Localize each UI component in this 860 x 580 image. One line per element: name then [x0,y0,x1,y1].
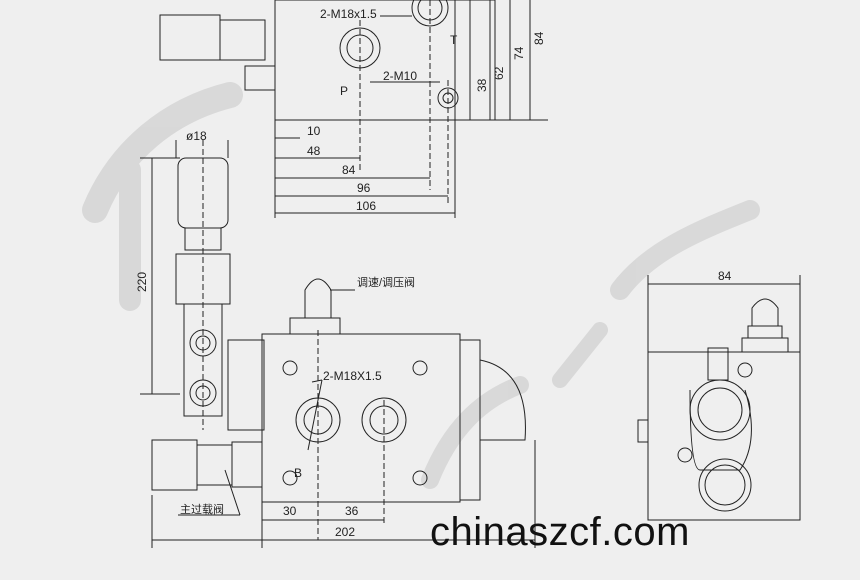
dim-62: 62 [492,66,506,80]
watermark [82,82,760,489]
front-view-labels: ø18 220 调速/调压阀 主过载阀 2-M18X1.5 B 30 36 20… [135,129,415,539]
dim-84-top: 84 [342,163,356,177]
dim-106: 106 [356,199,376,213]
dim-36: 36 [345,504,359,518]
port-label-m18: 2-M18x1.5 [320,7,377,21]
dim-220: 220 [135,272,149,292]
port-label-m10: 2-M10 [383,69,417,83]
dim-96: 96 [357,181,371,195]
valve-label-speed: 调速/调压阀 [357,275,415,289]
port-circle [411,0,449,27]
dim-84-side: 84 [718,269,732,283]
dim-48: 48 [307,144,321,158]
port-t-label: T [450,33,458,47]
dim-10: 10 [307,124,321,138]
site-url: chinaszcf.com [430,510,690,554]
dim-74: 74 [512,46,526,60]
top-view [159,0,548,218]
dim-84-vertical: 84 [532,31,546,45]
dim-38: 38 [475,78,489,92]
port-b-label: B [294,466,302,480]
side-view-block [647,351,801,521]
valve-label-overload: 主过载阀 [180,502,224,516]
dim-30: 30 [283,504,297,518]
port-label-front: 2-M18X1.5 [323,369,382,383]
front-view [140,140,536,548]
dim-202: 202 [335,525,355,539]
port-p-label: P [340,84,348,98]
top-view-labels: 2-M18x1.5 2-M10 T P 10 48 84 96 106 38 6… [307,7,546,213]
diameter-label: ø18 [186,129,207,143]
side-view [637,275,801,521]
